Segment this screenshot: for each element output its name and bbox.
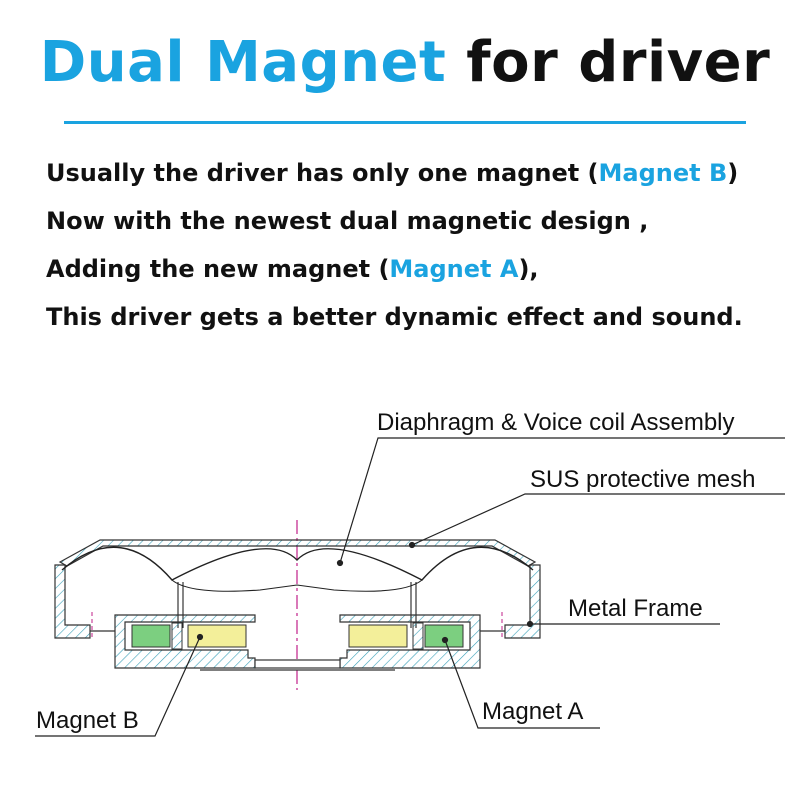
diaphragm [61, 546, 534, 581]
label-magnet-a: Magnet A [482, 698, 583, 725]
magnet-a-highlight: Magnet A [389, 255, 519, 283]
label-mesh: SUS protective mesh [530, 466, 755, 493]
magnet-b-highlight: Magnet B [598, 159, 728, 187]
description-block: Usually the driver has only one magnet (… [46, 152, 786, 344]
magnet-a-shape [424, 624, 464, 648]
magnet-yellow-left [187, 624, 247, 648]
description-line-4: This driver gets a better dynamic effect… [46, 303, 743, 331]
description-line-3: Adding the new magnet (Magnet A), [46, 255, 539, 283]
title-highlight: Dual Magnet [39, 30, 447, 95]
leader-magnet-b [35, 636, 201, 737]
magnet-cup [114, 614, 481, 671]
label-magnet-b: Magnet B [36, 707, 139, 734]
leader-magnet-a [444, 639, 600, 729]
page-title: Dual Magnet for driver [0, 28, 810, 98]
magnet-yellow-right [348, 624, 408, 648]
pole-plate-left [171, 622, 183, 650]
title-divider [64, 121, 746, 124]
magnet-b-shape [131, 624, 171, 648]
pole-plate-right [412, 622, 424, 650]
leader-diaphragm [339, 437, 785, 564]
leader-mesh [411, 493, 785, 546]
description-line-2: Now with the newest dual magnetic design… [46, 207, 649, 235]
label-frame: Metal Frame [568, 595, 703, 622]
label-diaphragm: Diaphragm & Voice coil Assembly [377, 409, 735, 436]
title-rest: for driver [466, 30, 771, 95]
description-line-1: Usually the driver has only one magnet (… [46, 159, 739, 187]
